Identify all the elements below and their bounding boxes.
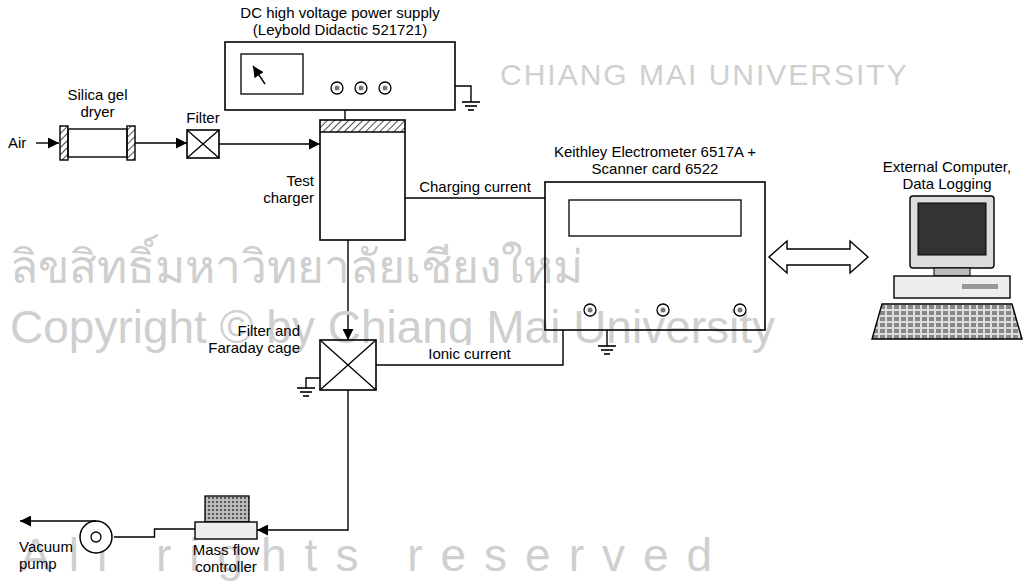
meter-needle — [253, 66, 265, 84]
watermark: All rights reserved — [20, 528, 730, 582]
connector — [257, 390, 348, 530]
node-outline — [545, 182, 765, 330]
dryer-end-cap — [60, 126, 68, 160]
filter-cross — [187, 130, 219, 158]
ground-symbol — [468, 109, 474, 111]
power-supply-box — [225, 42, 455, 110]
ground-wire — [470, 94, 471, 102]
ground-wire — [305, 380, 306, 388]
knob — [331, 82, 343, 94]
node-outline — [60, 126, 135, 160]
knob — [657, 304, 669, 316]
inlet-label: Air — [8, 134, 26, 151]
knob-center — [383, 86, 388, 91]
silica-gel-dryer: Silica gel dryer — [60, 126, 135, 160]
watermark: CHIANG MAI UNIVERSITY — [500, 58, 909, 92]
electrometer: Keithley Electrometer 6517A + Scanner ca… — [545, 182, 765, 330]
ground-wire — [606, 338, 607, 346]
ground-symbol — [465, 105, 477, 107]
ground-wire — [306, 378, 320, 380]
knob-center — [588, 308, 593, 313]
power-supply: DC high voltage power supply (Leybold Di… — [225, 42, 455, 110]
node-outline — [78, 520, 114, 554]
monitor — [910, 196, 994, 268]
ground-symbol — [300, 391, 312, 393]
knob-center — [738, 308, 743, 313]
test-charger: Test charger — [320, 120, 405, 240]
node-outline — [320, 120, 405, 240]
computer: External Computer, Data Logging — [872, 196, 1022, 341]
device-label: Filter — [173, 109, 233, 126]
watermark: ลิขสิทธิ์มหาวิทยาลัยเชียงใหม่ — [10, 230, 583, 303]
keyboard — [872, 304, 1022, 339]
edge-label: Ionic current — [426, 345, 513, 362]
charger-band-line — [320, 131, 405, 132]
connector — [135, 142, 187, 143]
knob — [584, 304, 596, 316]
ground-symbol — [604, 353, 610, 355]
connector — [219, 143, 320, 144]
ground-symbol — [462, 101, 480, 103]
knob-center — [335, 86, 340, 91]
device-label: External Computer, Data Logging — [872, 158, 1022, 193]
meter — [241, 54, 303, 94]
air-inlet-arrow — [36, 142, 59, 143]
node-outline — [320, 340, 376, 390]
controller-display — [205, 496, 249, 522]
device-label: Test charger — [252, 172, 314, 207]
node-outline — [872, 196, 1022, 341]
controller-base — [195, 522, 257, 539]
connector — [344, 110, 345, 120]
edge-label: Charging current — [417, 178, 533, 195]
node-outline — [225, 42, 455, 110]
knob — [734, 304, 746, 316]
charger-box — [320, 120, 405, 240]
system-unit — [894, 276, 1010, 298]
monitor-stand — [934, 268, 970, 276]
filter: Filter — [187, 130, 219, 158]
pump-housing — [80, 521, 112, 553]
ground-symbol — [303, 395, 309, 397]
connector — [405, 197, 545, 198]
charger-electrode — [320, 120, 405, 132]
device-label: Vacuum pump — [19, 538, 77, 573]
vacuum-pump: Vacuum pump — [78, 520, 114, 554]
exhaust-arrow — [20, 520, 96, 521]
knob — [379, 82, 391, 94]
screen — [918, 203, 986, 255]
dryer-body — [68, 129, 127, 157]
knob-center — [661, 308, 666, 313]
knob — [355, 82, 367, 94]
data-link-arrow — [769, 241, 868, 273]
faraday-cage: Filter and Faraday cage — [320, 340, 376, 390]
filter-box — [187, 130, 219, 158]
pump-rotor — [91, 532, 101, 542]
mass-flow-controller: Mass flow controller — [195, 496, 257, 539]
knob-center — [359, 86, 364, 91]
device-label: Silica gel dryer — [53, 86, 143, 121]
node-outline — [187, 130, 219, 158]
device-label: DC high voltage power supply (Leybold Di… — [230, 4, 450, 39]
device-label: Keithley Electrometer 6517A + Scanner ca… — [540, 143, 770, 178]
node-outline — [195, 496, 257, 539]
faraday-cage-box — [320, 340, 376, 390]
filter-cross — [320, 340, 376, 390]
drive-slot — [962, 284, 998, 289]
device-label: Filter and Faraday cage — [205, 322, 300, 357]
dryer-end-cap — [127, 126, 135, 160]
display — [569, 200, 741, 236]
ground-symbol — [598, 345, 616, 347]
ground-symbol — [297, 387, 315, 389]
ground-wire — [455, 86, 471, 94]
electrometer-box — [545, 182, 765, 330]
ground-symbol — [601, 349, 613, 351]
device-label: Mass flow controller — [186, 541, 266, 576]
ground-wire — [606, 330, 607, 338]
